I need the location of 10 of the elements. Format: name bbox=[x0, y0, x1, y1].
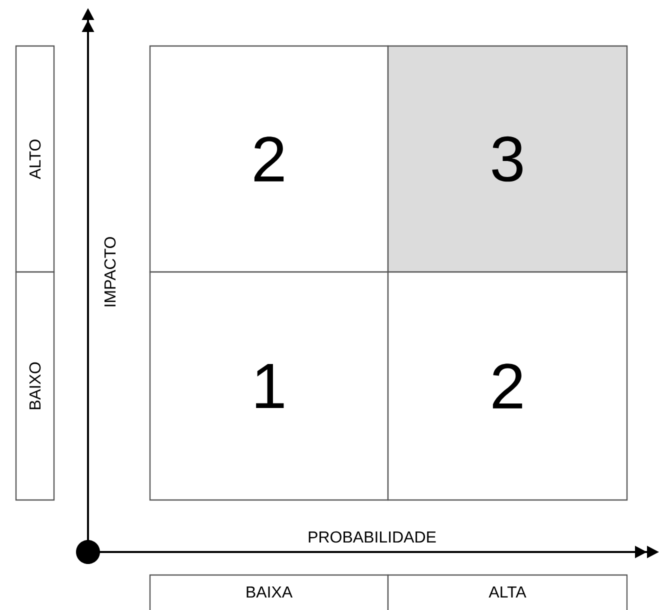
level-box: ALTA bbox=[387, 574, 628, 610]
matrix-cell: 1 bbox=[149, 271, 389, 501]
level-box: ALTO bbox=[15, 45, 55, 273]
matrix-cell: 2 bbox=[149, 45, 389, 273]
axis-label: IMPACTO bbox=[104, 237, 116, 306]
matrix-cell: 3 bbox=[387, 45, 628, 273]
level-box: BAIXO bbox=[15, 271, 55, 501]
axis-label: PROBABILIDADE bbox=[308, 531, 436, 543]
level-box: BAIXA bbox=[149, 574, 389, 610]
matrix-cell: 2 bbox=[387, 271, 628, 501]
